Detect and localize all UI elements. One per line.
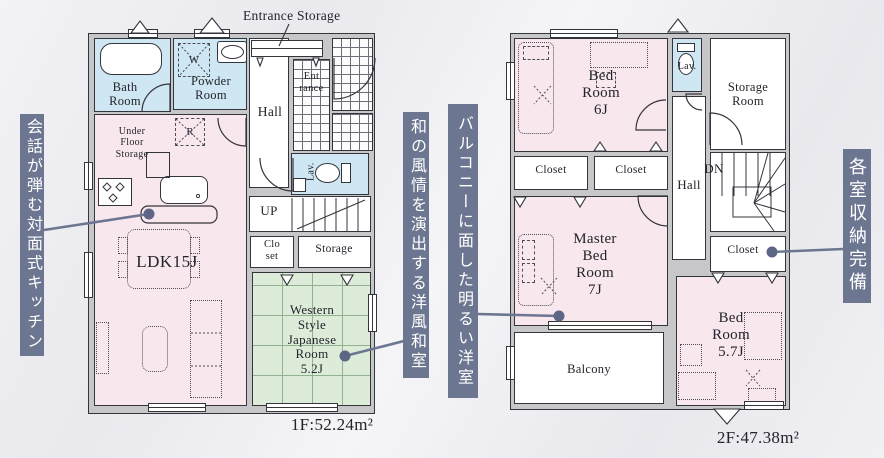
up-label: UP	[260, 203, 278, 218]
japanese-room	[252, 272, 371, 406]
entrance-storage-label: Entrance Storage	[243, 8, 341, 23]
chair-icon	[118, 237, 128, 254]
window	[506, 346, 515, 380]
entrance-storage-shelf	[251, 40, 323, 57]
window	[194, 29, 230, 38]
stove-icon	[98, 178, 132, 206]
toilet-tank-icon-2f	[677, 43, 695, 52]
storage-1f	[298, 236, 371, 268]
window	[506, 62, 515, 100]
closet-right-label: Closet	[615, 164, 647, 176]
bed-icon-6j	[518, 42, 554, 134]
toilet-bowl-icon-2f	[678, 53, 694, 75]
entrance-porch	[332, 38, 373, 111]
entrance-area	[293, 59, 330, 151]
tv-board-icon	[96, 322, 109, 374]
storage-room-label: Storage Room	[727, 80, 769, 109]
ldk-label: LDK15J	[136, 252, 198, 271]
entrance-label: Ent rance	[299, 71, 324, 94]
callout-bright-room-banner: バルコニーに面した明るい洋室	[448, 104, 478, 398]
desk-icon	[744, 312, 782, 360]
dining-table-icon	[127, 229, 191, 289]
bathtub-icon	[100, 43, 162, 75]
japanese-room-label: Western Style Japanese Room 5.2J	[287, 302, 337, 377]
furniture-icon	[748, 388, 776, 402]
washing-machine-icon	[178, 43, 210, 77]
refrigerator-icon	[175, 118, 205, 146]
fridge-label: R	[186, 126, 194, 138]
window	[548, 321, 652, 330]
bath-room-label: Bath Room	[109, 80, 141, 109]
window	[266, 403, 338, 412]
bedroom-6j-label: Bed Room 6J	[582, 68, 620, 119]
window	[84, 252, 93, 298]
toilet-tank-icon-1f	[341, 163, 351, 183]
bedroom-57j-label: Bed Room 5.7J	[712, 310, 750, 361]
entrance-step	[332, 113, 373, 151]
closet-1f	[250, 236, 294, 268]
pillow-icon	[522, 263, 535, 283]
closet-small-label: Closet	[727, 244, 759, 256]
window	[128, 29, 158, 38]
kitchen-sink-icon	[160, 176, 208, 204]
hall-1f-label: Hall	[257, 104, 283, 119]
furniture-icon	[678, 372, 716, 400]
bed-icon-master	[518, 234, 554, 306]
closet-2f-left	[514, 156, 588, 190]
floor2-area-label: 2F:47.38m²	[716, 428, 800, 447]
window	[744, 401, 784, 410]
sink-icon	[221, 45, 244, 59]
chair-icon	[596, 72, 616, 88]
chair-icon	[190, 237, 200, 254]
powder-room-label: Powder Room	[191, 74, 231, 103]
chair-icon	[118, 261, 128, 278]
coffee-table-icon	[142, 326, 168, 372]
chair-icon	[190, 261, 200, 278]
dn-label: DN	[704, 161, 724, 176]
desk-icon	[590, 42, 648, 68]
callout-japanese-room-banner: 和の風情を演出する洋風和室	[403, 112, 429, 378]
floor1-area-label: 1F:52.24m²	[290, 415, 374, 434]
callout-kitchen-banner: 会話が弾む対面式キッチン	[20, 114, 44, 356]
pillow-icon	[522, 240, 535, 260]
closet-2f-right	[594, 156, 668, 190]
balcony-label: Balcony	[567, 362, 611, 376]
master-bedroom-label: Master Bed Room 7J	[573, 231, 617, 299]
lav-1f-label: Lav.	[305, 162, 317, 182]
lav-basin-icon-1f	[293, 178, 306, 192]
closet-left-label: Closet	[535, 164, 567, 176]
under-floor-storage-label: Under Floor Storage	[115, 126, 149, 160]
hall-2f	[672, 96, 706, 260]
window	[148, 403, 206, 412]
hall-2f-label: Hall	[677, 177, 701, 192]
furniture-icon	[680, 344, 702, 366]
lav-2f-label: Lav.	[677, 61, 697, 72]
under-floor-storage-icon	[146, 152, 170, 178]
storage-1f-label: Storage	[315, 243, 353, 255]
washer-label: W	[188, 54, 200, 66]
window	[368, 294, 377, 332]
sofa-icon	[190, 300, 222, 398]
pillow-icon	[523, 46, 549, 60]
bedroom-57j	[676, 276, 786, 406]
closet-1f-label: Clo set	[263, 239, 281, 262]
window	[550, 29, 618, 38]
callout-storage-banner: 各室収納完備	[843, 149, 871, 303]
toilet-bowl-icon-1f	[315, 163, 340, 183]
window	[84, 162, 93, 190]
